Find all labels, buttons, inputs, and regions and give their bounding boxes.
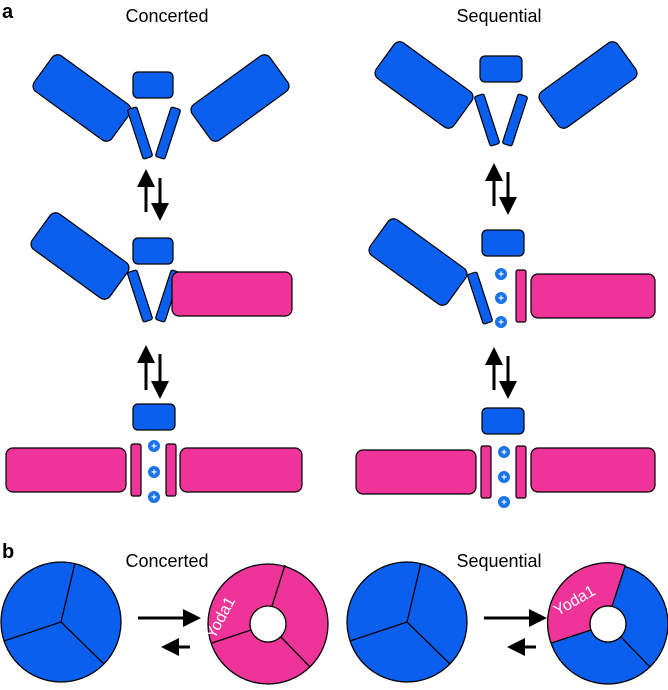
cap-domain — [132, 237, 174, 265]
concerted-pie-arrows — [138, 609, 201, 656]
charge: + — [147, 490, 161, 504]
pie-divider — [406, 562, 422, 623]
concerted-closed-pie — [0, 561, 122, 683]
pie-divider — [3, 621, 62, 642]
pore-helix-left — [474, 93, 500, 147]
sequential-open-state — [355, 407, 656, 499]
charge-symbol: + — [498, 294, 504, 305]
blade-left — [32, 54, 132, 142]
panel-b-concerted-title: Concerted — [125, 551, 208, 571]
ring-divider — [620, 636, 651, 668]
pore-helix-left — [467, 271, 493, 325]
charge: + — [494, 315, 508, 329]
cap-domain — [132, 71, 174, 99]
panel-b-sequential-title: Sequential — [456, 551, 541, 571]
cap-domain — [132, 403, 176, 431]
panel-a-concerted-title: Concerted — [125, 6, 208, 26]
concerted-arrows-2 — [137, 345, 169, 399]
cap-domain — [481, 229, 525, 257]
pore-helix-right-open — [515, 445, 527, 499]
blade-right-open — [530, 273, 656, 319]
pie-divider — [60, 562, 76, 623]
charge-symbol: + — [501, 498, 507, 509]
panel-a-sequential-title: Sequential — [456, 6, 541, 26]
concerted-open-ring — [207, 563, 329, 685]
panel-a-letter: a — [2, 1, 14, 23]
ring-pore — [249, 605, 287, 643]
sequential-arrows-2 — [485, 347, 517, 399]
charge-symbol: + — [501, 473, 507, 484]
concerted-open-state — [5, 403, 303, 497]
ring-divider — [280, 636, 311, 668]
pore-helix-right-open — [515, 269, 527, 323]
ring-pore — [589, 605, 627, 643]
charge: + — [497, 445, 511, 459]
pie-divider — [60, 621, 105, 665]
blade-left-open — [5, 447, 127, 493]
blade-left — [368, 218, 468, 306]
blade-right-open — [179, 447, 303, 493]
pore-helix-left-open — [480, 445, 492, 499]
pore-helix-right — [155, 106, 181, 160]
sequential-intermediate-charges: + + + — [494, 267, 508, 329]
concerted-intermediate-state — [30, 212, 293, 323]
sequential-closed-pie — [346, 561, 468, 683]
blade-right-open — [171, 271, 293, 317]
pie-divider — [406, 621, 451, 665]
ring-divider — [211, 629, 252, 644]
charge: + — [494, 291, 508, 305]
charge: + — [497, 470, 511, 484]
pore-helix-left — [127, 106, 153, 160]
ring-divider — [271, 564, 286, 607]
blade-right-open — [530, 447, 656, 493]
pore-helix-right-open — [165, 443, 177, 497]
sequential-intermediate-ring — [546, 562, 668, 685]
concerted-arrows-1 — [137, 169, 169, 221]
concerted-closed-state — [32, 54, 290, 160]
charge-symbol: + — [501, 448, 507, 459]
charge-symbol: + — [498, 270, 504, 281]
panel-b-letter: b — [2, 541, 14, 563]
charge-symbol: + — [151, 493, 157, 504]
sequential-open-charges: + + + — [497, 445, 511, 509]
pie-divider — [349, 621, 408, 642]
sequential-intermediate-state — [368, 218, 656, 325]
blade-left — [30, 212, 130, 300]
sequential-arrows-1 — [485, 163, 517, 215]
pore-helix-left-open — [130, 443, 142, 497]
pore-helix-right — [502, 93, 528, 147]
pore-helix-left — [127, 269, 153, 323]
sequential-pie-arrows — [484, 609, 547, 656]
blade-right — [190, 54, 290, 142]
concerted-charges: + + + — [147, 439, 161, 504]
blade-left-open — [355, 449, 477, 495]
charge: + — [147, 439, 161, 453]
charge: + — [497, 495, 511, 509]
blade-left — [374, 41, 474, 129]
blade-right — [538, 41, 638, 129]
charge-symbol: + — [151, 442, 157, 453]
charge: + — [494, 267, 508, 281]
charge-symbol: + — [498, 318, 504, 329]
cap-domain — [481, 407, 525, 435]
cap-domain — [479, 55, 523, 83]
sequential-closed-state — [374, 41, 638, 147]
charge: + — [147, 465, 161, 479]
charge-symbol: + — [151, 468, 157, 479]
